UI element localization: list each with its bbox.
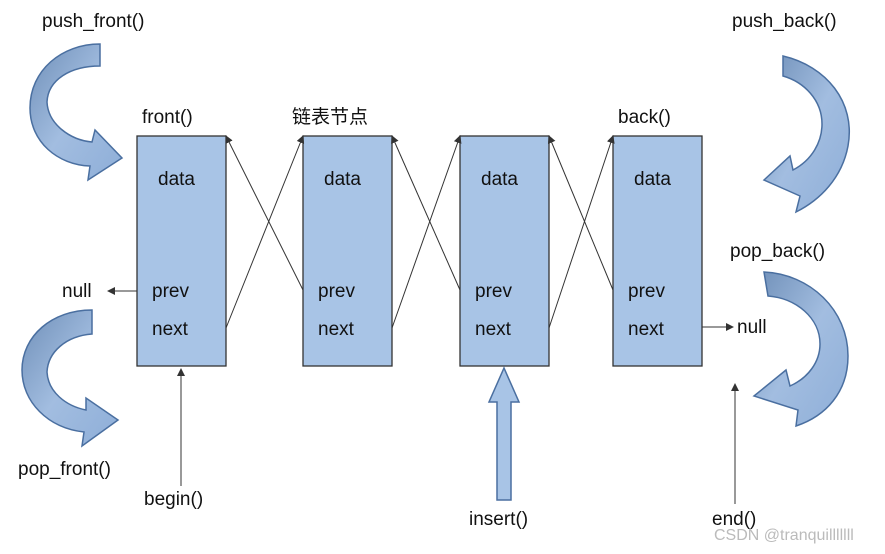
node-4-prev-field: prev <box>628 281 665 302</box>
list-node-3 <box>459 135 550 367</box>
next-link-3 <box>548 135 615 329</box>
node-3-next-field: next <box>475 319 511 340</box>
push-back-label: push_back() <box>732 11 837 32</box>
node-1-next-field: next <box>152 319 188 340</box>
list-node-1 <box>136 135 227 367</box>
null-left-label: null <box>62 281 92 302</box>
pop-front-curved-arrow-icon <box>21 309 120 448</box>
list-node-2 <box>302 135 393 367</box>
insert-arrow-icon <box>487 366 521 501</box>
list-node-4 <box>612 135 703 367</box>
front-label: front() <box>142 107 193 128</box>
null-right-label: null <box>737 317 767 338</box>
prev-link-3 <box>391 135 461 291</box>
next-link-1 <box>225 135 305 329</box>
pop-back-label: pop_back() <box>730 241 826 262</box>
next-link-2 <box>391 135 462 329</box>
back-label: back() <box>618 107 671 128</box>
push-front-label: push_front() <box>42 11 145 32</box>
node-2-data-field: data <box>324 169 361 190</box>
node-1-prev-field: prev <box>152 281 189 302</box>
node-4-next-field: next <box>628 319 664 340</box>
pop-front-label: pop_front() <box>18 459 111 480</box>
node-3-prev-field: prev <box>475 281 512 302</box>
node-3-data-field: data <box>481 169 518 190</box>
push-back-curved-arrow-icon <box>762 55 850 214</box>
prev-link-4 <box>547 135 614 291</box>
node-4-data-field: data <box>634 169 671 190</box>
node-1-data-field: data <box>158 169 195 190</box>
push-front-curved-arrow-icon <box>29 43 124 182</box>
node-title-label: 链表节点 <box>292 107 369 128</box>
node-2-prev-field: prev <box>318 281 355 302</box>
node-2-next-field: next <box>318 319 354 340</box>
pop-back-curved-arrow-icon <box>752 271 849 428</box>
prev-link-2 <box>225 135 304 291</box>
insert-label: insert() <box>469 509 529 530</box>
end-label: end() <box>712 509 757 530</box>
watermark: CSDN @tranquilllllll <box>714 527 854 544</box>
begin-label: begin() <box>144 489 204 510</box>
